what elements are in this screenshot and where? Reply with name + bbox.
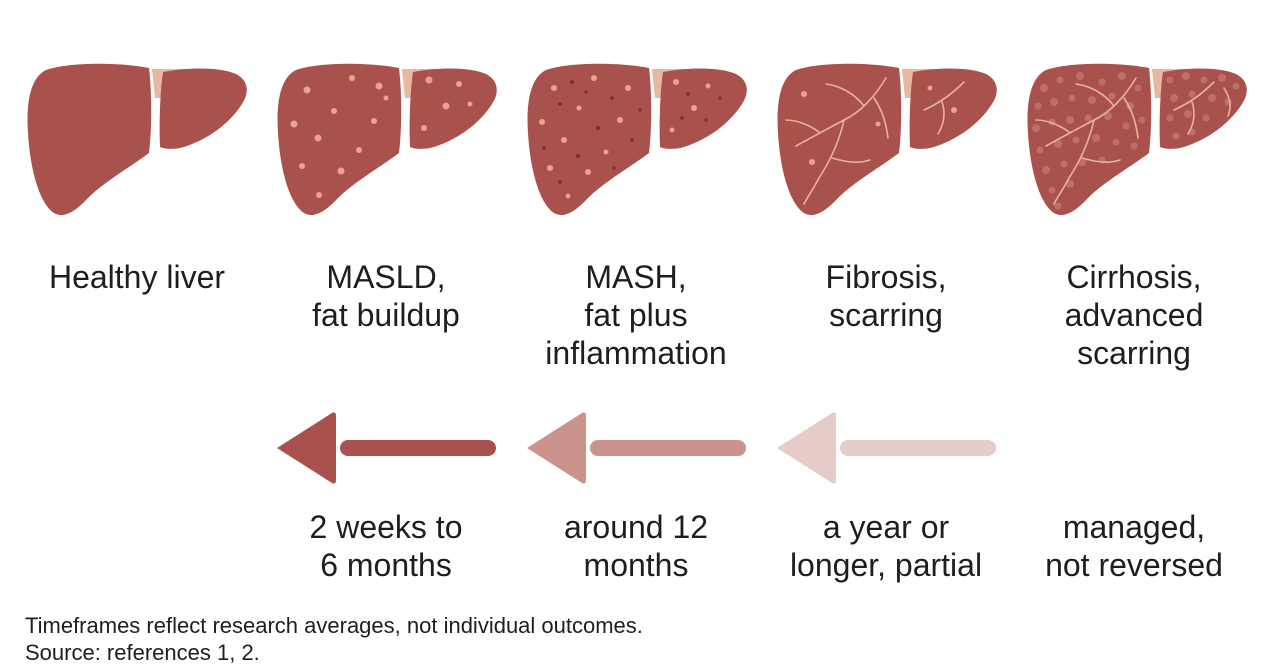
masld-liver-svg xyxy=(277,63,497,216)
left-arrow-icon xyxy=(777,412,996,484)
left-arrow-icon xyxy=(527,412,746,484)
stage-label-line: advanced xyxy=(1064,297,1204,333)
left-arrow-icon xyxy=(277,412,496,484)
stage-label-line: inflammation xyxy=(545,335,727,371)
mash-liver-illustration xyxy=(524,58,754,223)
stage-label-mash: MASH, fat plus inflammation xyxy=(516,258,756,372)
reversal-time-masld: 2 weeks to 6 months xyxy=(266,508,506,584)
stage-label-cirrhosis: Cirrhosis, advanced scarring xyxy=(1014,258,1254,372)
reversal-time-line: managed, xyxy=(1062,509,1206,545)
stage-label-fibrosis: Fibrosis, scarring xyxy=(766,258,1006,334)
stage-label-line: Healthy liver xyxy=(48,259,226,295)
reversal-time-line: around 12 xyxy=(563,509,709,545)
stage-label-line: scarring xyxy=(829,297,943,333)
reversal-time-line: a year or xyxy=(822,509,950,545)
fibrosis-liver-illustration xyxy=(774,58,1004,223)
fibrosis-liver-svg xyxy=(777,63,997,216)
footnote: Timeframes reflect research averages, no… xyxy=(25,612,643,666)
stage-label-line: fat buildup xyxy=(312,297,460,333)
stage-label-line: Fibrosis, xyxy=(825,259,947,295)
cirrhosis-liver-illustration xyxy=(1024,58,1254,223)
reversal-time-fibrosis: a year or longer, partial xyxy=(766,508,1006,584)
stage-label-masld: MASLD, fat buildup xyxy=(266,258,506,334)
cirrhosis-liver-svg xyxy=(1027,63,1247,216)
reversal-time-line: 6 months xyxy=(320,547,452,583)
stage-label-line: MASLD, xyxy=(326,259,446,295)
healthy-liver-svg xyxy=(27,63,247,216)
stage-label-healthy: Healthy liver xyxy=(17,258,257,296)
reversal-arrow-3 xyxy=(772,408,1002,488)
stage-label-line: MASH, xyxy=(585,259,687,295)
reversal-arrow-1 xyxy=(272,408,502,488)
reversal-time-cirrhosis: managed, not reversed xyxy=(1014,508,1254,584)
reversal-time-line: longer, partial xyxy=(789,547,983,583)
mash-liver-svg xyxy=(527,63,747,216)
stage-label-line: scarring xyxy=(1077,335,1191,371)
footnote-source: Source: references 1, 2. xyxy=(25,640,260,665)
reversal-time-mash: around 12 months xyxy=(516,508,756,584)
footnote-disclaimer: Timeframes reflect research averages, no… xyxy=(25,613,643,638)
reversal-arrow-2 xyxy=(522,408,752,488)
reversal-time-line: not reversed xyxy=(1045,547,1223,583)
healthy-liver-illustration xyxy=(24,58,254,223)
reversal-time-line: 2 weeks to xyxy=(309,509,463,545)
stage-label-line: fat plus xyxy=(584,297,688,333)
masld-liver-illustration xyxy=(274,58,504,223)
reversal-time-line: months xyxy=(583,547,689,583)
stage-label-line: Cirrhosis, xyxy=(1066,259,1202,295)
